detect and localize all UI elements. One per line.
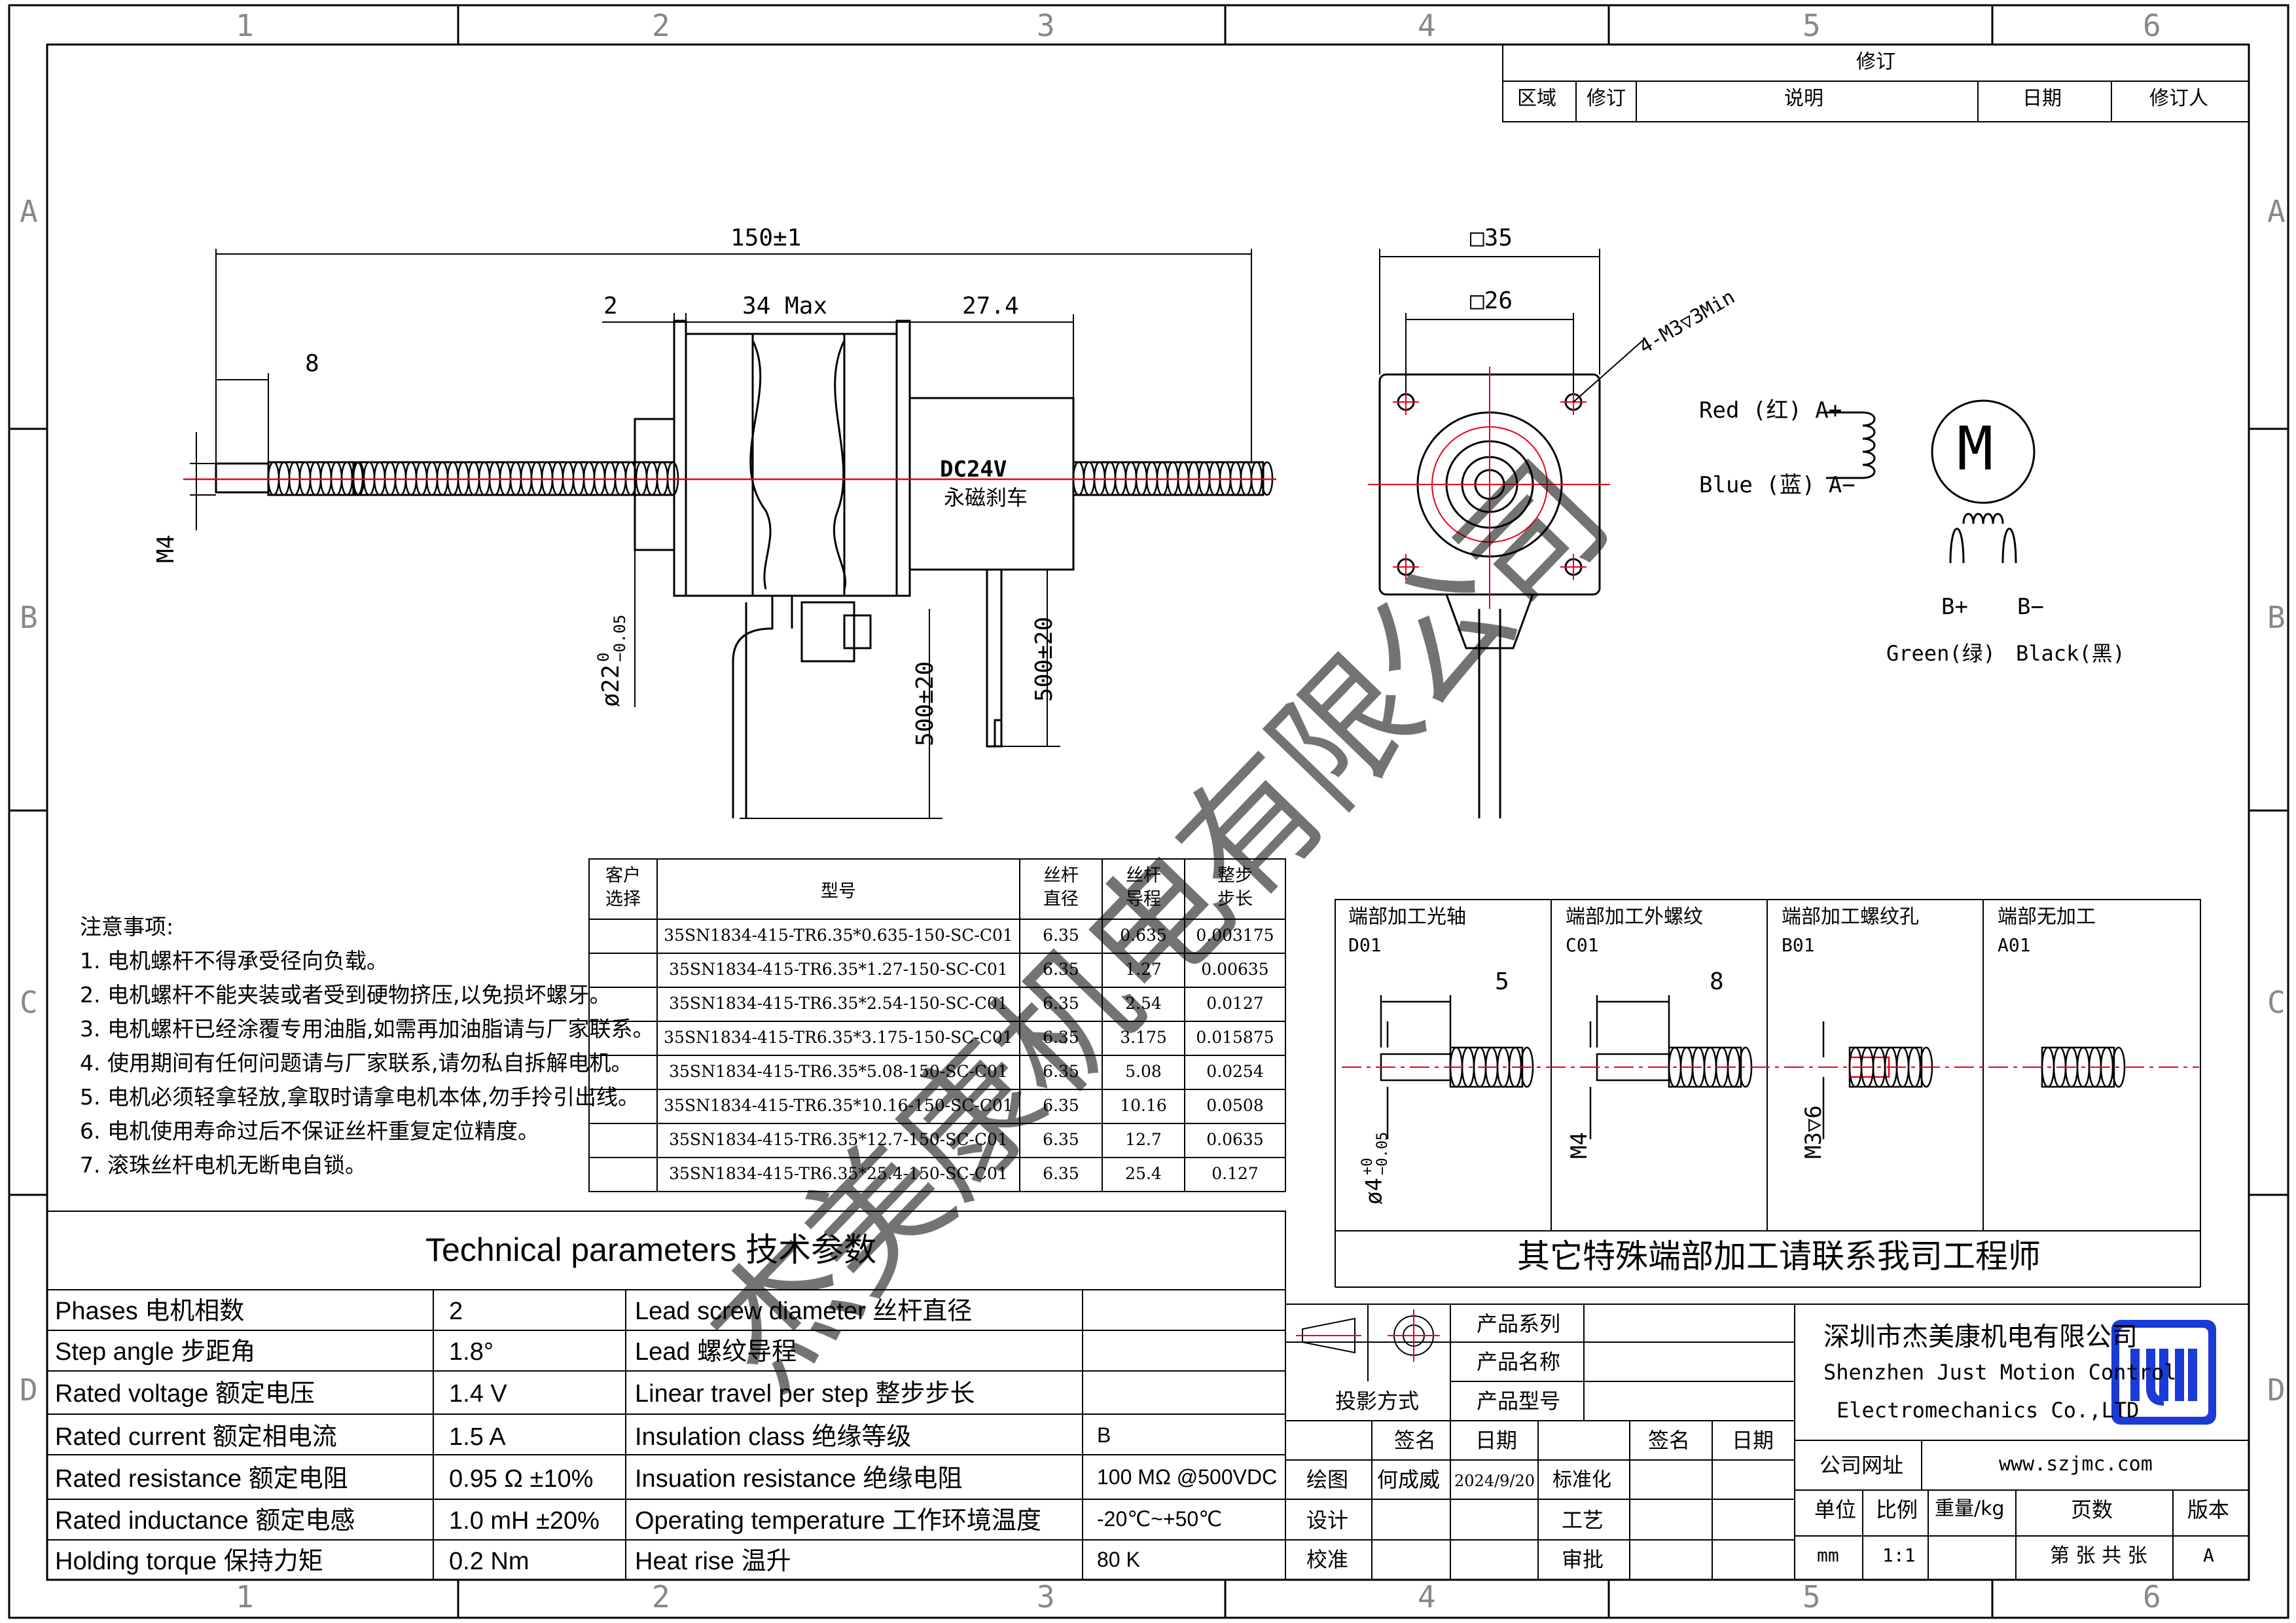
customer-select-cell[interactable]	[592, 922, 655, 952]
wiring-diagram	[1826, 399, 2036, 564]
company-logo	[2111, 1320, 2216, 1425]
customer-select-cell[interactable]	[592, 1024, 655, 1054]
tech-table-grid	[46, 1211, 1286, 1580]
side-dimensions	[190, 249, 1252, 819]
customer-select-cell[interactable]	[592, 990, 655, 1020]
model-table-grid	[588, 858, 1286, 1192]
projection-symbol	[1296, 1309, 1440, 1362]
customer-select-cell[interactable]	[592, 1058, 655, 1088]
customer-select-cell[interactable]	[592, 1160, 655, 1190]
front-centerlines	[1368, 367, 1610, 609]
revision-table	[1502, 44, 2250, 122]
customer-select-cell[interactable]	[592, 1092, 655, 1122]
customer-select-cell[interactable]	[592, 1126, 655, 1156]
customer-select-cell[interactable]	[592, 956, 655, 986]
front-dimensions	[1379, 249, 1643, 403]
end-options-grid	[1335, 899, 2201, 1288]
title-block-grid	[1285, 1304, 2250, 1580]
